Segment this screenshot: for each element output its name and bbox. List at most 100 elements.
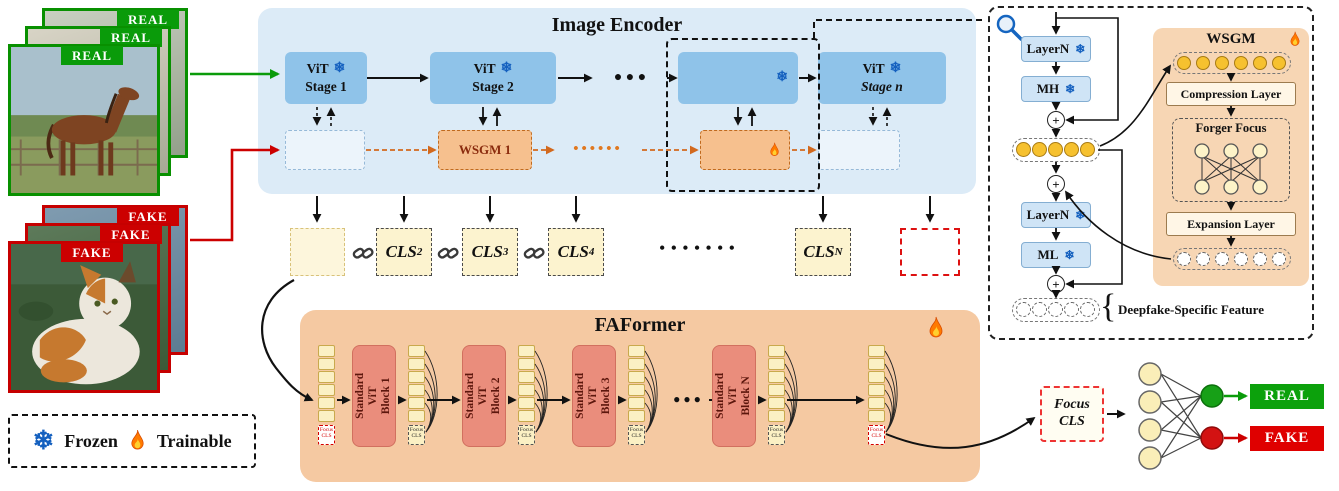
token-square [318, 410, 335, 422]
vit-stage-2-box: ViT❄ Stage 2 [430, 52, 556, 104]
focus-token: Focus CLS [408, 425, 425, 445]
token-square [868, 410, 885, 422]
focus-cls-box: Focus CLS [1040, 386, 1104, 442]
focus-token: Focus CLS [628, 425, 645, 445]
fake-label: FAKE [61, 243, 123, 262]
chain-link-icon [523, 242, 545, 264]
stage-label: ViT [473, 61, 496, 77]
cls-dots: ••••••• [659, 240, 741, 257]
mlp-classifier [1138, 362, 1224, 470]
stage-label: Stage 2 [472, 79, 514, 95]
mh-attention-box: MH❄ [1021, 76, 1091, 102]
chain-link-icon [352, 242, 374, 264]
attention-arcs [884, 350, 898, 433]
real-label: REAL [117, 10, 179, 29]
token-square [318, 358, 335, 370]
token-square [318, 371, 335, 383]
token-square [318, 345, 335, 357]
token-circle [1016, 142, 1031, 157]
frozen-label: Frozen [64, 430, 118, 451]
token-square [768, 345, 785, 357]
token-square [628, 410, 645, 422]
cls-subscript: 4 [588, 246, 595, 258]
attention-arcs [534, 350, 548, 433]
real-photo-card-front: REAL [8, 44, 160, 196]
fake-label: FAKE [100, 225, 162, 244]
token-column-2: Focus CLS [518, 345, 535, 445]
focus-token: Focus CLS [868, 425, 885, 445]
token-square [408, 410, 425, 422]
output-token-circle [1048, 302, 1063, 317]
token-square [628, 397, 645, 409]
snowflake-icon: ❄ [32, 426, 55, 455]
token-column-n: Focus CLS [768, 345, 785, 445]
flame-icon [1288, 31, 1302, 49]
attention-arcs [644, 350, 658, 433]
snowflake-icon: ❄ [1075, 207, 1086, 222]
vit-block-1: Standard ViT Block 1 [352, 345, 396, 447]
token-square [768, 384, 785, 396]
trainable-label: Trainable [156, 430, 232, 451]
cls-subscript: 3 [502, 246, 509, 258]
token-square [868, 384, 885, 396]
cls-placeholder-box [290, 228, 345, 276]
encoder-title: Image Encoder [551, 14, 683, 36]
forger-focus-box [1172, 118, 1290, 202]
focus-token: Focus CLS [768, 425, 785, 445]
token-square [408, 397, 425, 409]
cat-photo [11, 244, 157, 390]
horse-photo [11, 47, 157, 193]
token-square [868, 371, 885, 383]
token-circle [1048, 142, 1063, 157]
stage-label: ViT [862, 61, 885, 77]
fake-output-box: FAKE [1250, 426, 1324, 451]
token-circle [1032, 142, 1047, 157]
cls-text: CLS [471, 242, 503, 261]
wsgm-input-token [1253, 56, 1267, 70]
cls-drop-arrows [312, 196, 935, 223]
wsgm-input-token [1215, 56, 1229, 70]
residual-add-node-1: + [1047, 111, 1065, 129]
attention-arcs [784, 350, 798, 433]
compression-layer-box: Compression Layer [1166, 82, 1296, 106]
output-token-circle [1080, 302, 1095, 317]
forger-focus-label: Forger Focus [1195, 121, 1267, 135]
cls-text: CLS [557, 242, 589, 261]
token-square [768, 371, 785, 383]
wsgm-output-token [1272, 252, 1286, 266]
layernorm-box-1: LayerN❄ [1021, 36, 1091, 62]
focus-token: Focus CLS [518, 425, 535, 445]
real-label: REAL [100, 28, 162, 47]
token-column-input: Focus CLS [318, 345, 335, 445]
output-token-circle [1064, 302, 1079, 317]
real-neuron [1200, 384, 1224, 408]
token-column-3: Focus CLS [628, 345, 645, 445]
token-square [518, 345, 535, 357]
token-square [408, 371, 425, 383]
token-square [518, 358, 535, 370]
wsgm-output-token [1234, 252, 1248, 266]
vit-block-2: Standard ViT Block 2 [462, 345, 506, 447]
token-square [518, 410, 535, 422]
snowflake-icon: ❄ [889, 61, 902, 77]
vit-stage-n-box: ViT❄ Stage n [818, 52, 946, 104]
forger-focus-network [1194, 143, 1268, 195]
cls-subscript: 2 [416, 246, 423, 258]
deepfake-feature-label: Deepfake-Specific Feature [1118, 302, 1264, 317]
cls-subscript: N [834, 246, 843, 258]
fake-label: FAKE [117, 207, 179, 226]
wsgm-input-token [1196, 56, 1210, 70]
token-circle [1080, 142, 1095, 157]
snowflake-icon: ❄ [500, 61, 513, 77]
vit-block-n: Standard ViT Block N [712, 345, 756, 447]
token-square [868, 397, 885, 409]
token-column-1: Focus CLS [408, 345, 425, 445]
vit-stage-1-box: ViT❄ Stage 1 [285, 52, 367, 104]
stage-label: Stage 1 [305, 79, 347, 95]
legend-box: ❄ Frozen Trainable [8, 414, 256, 468]
cls-text: CLS [803, 242, 835, 261]
wsgm-output-token [1253, 252, 1267, 266]
